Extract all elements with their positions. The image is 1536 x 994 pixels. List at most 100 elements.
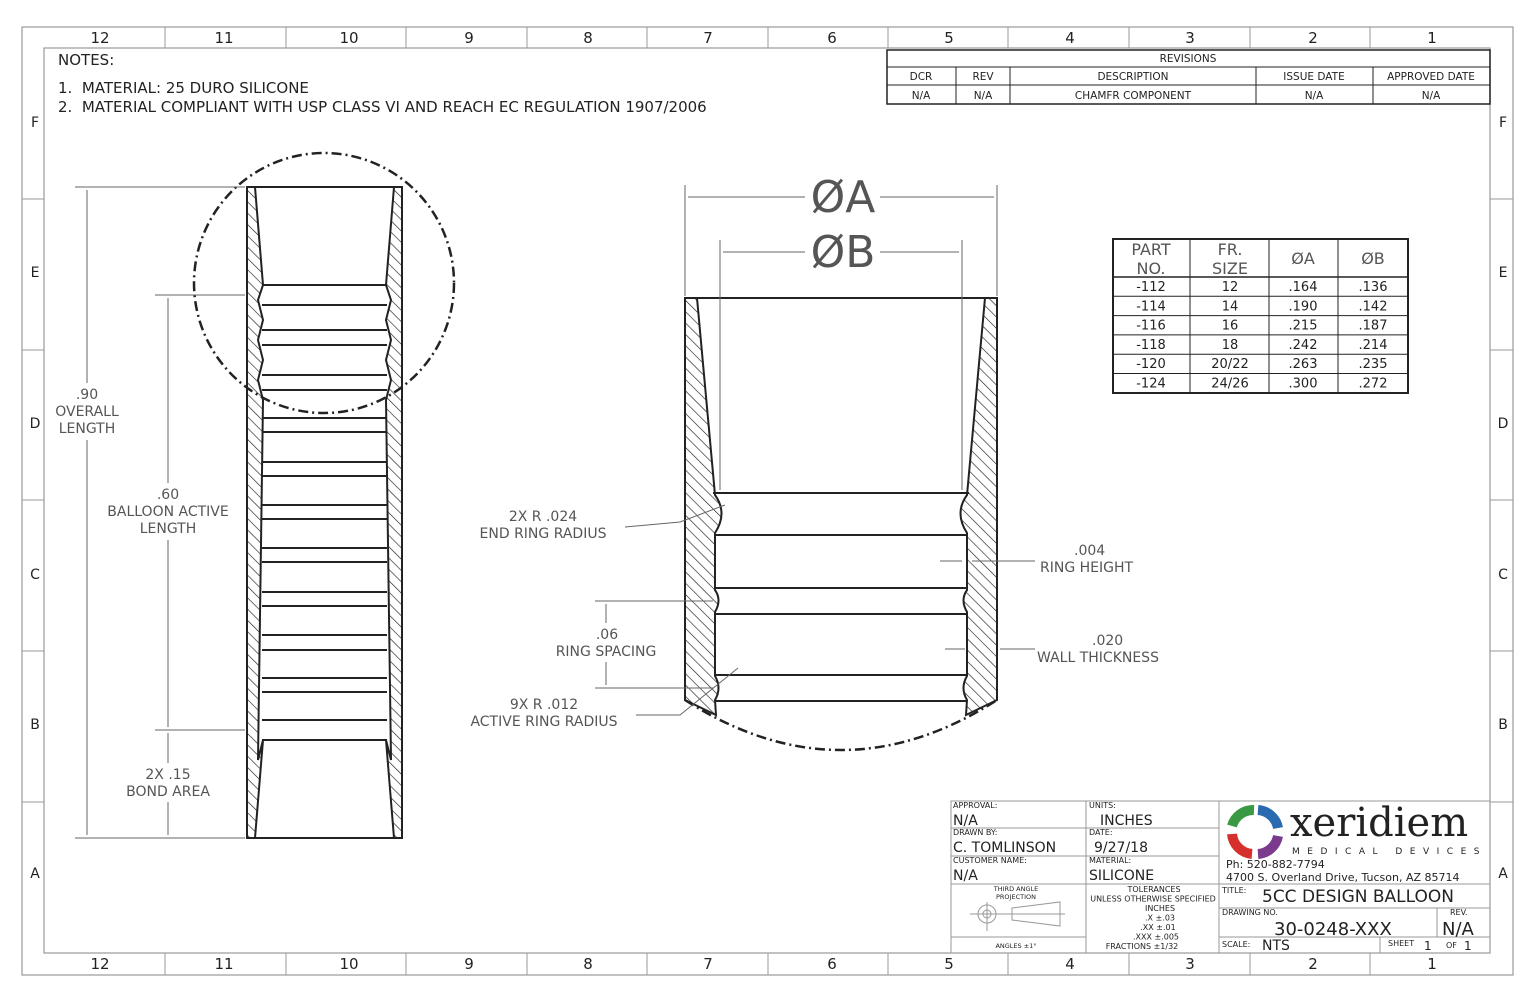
zone-column-top: 11 <box>214 29 233 47</box>
part-table-cell: .164 <box>1289 280 1318 295</box>
zone-row-right: D <box>1498 416 1509 432</box>
zone-column-bottom: 9 <box>464 955 474 973</box>
zone-column-bottom: 11 <box>214 955 233 973</box>
overall-length-label: OVERALL <box>55 404 119 420</box>
rev-header-issue-date: ISSUE DATE <box>1283 71 1344 83</box>
active-ring-radius-value: 9X R .012 <box>510 697 578 713</box>
part-table-cell: .136 <box>1359 280 1388 295</box>
col-dia-b: ØB <box>1361 249 1385 268</box>
of-label: OF <box>1446 941 1457 950</box>
tolerances-units: INCHES <box>1145 904 1175 913</box>
rev-header-dcr: DCR <box>910 71 933 83</box>
zone-row-right: A <box>1498 866 1508 882</box>
rev-rev: N/A <box>974 90 993 102</box>
ring-spacing-label: RING SPACING <box>556 644 657 660</box>
scale-label: SCALE: <box>1222 940 1250 949</box>
rev-value: N/A <box>1442 919 1475 940</box>
balloon-detail-view: ØA ØB 2X R .024 END RING RADIUS .06 RING… <box>470 172 1159 752</box>
ring-height-value: .004 <box>1074 543 1105 559</box>
material-label: MATERIAL: <box>1089 856 1131 865</box>
zone-column-bottom: 5 <box>944 955 954 973</box>
part-table-cell: -112 <box>1136 280 1166 295</box>
zone-column-bottom: 6 <box>827 955 837 973</box>
title-label: TITLE: <box>1221 886 1246 895</box>
rev-header-approved-date: APPROVED DATE <box>1387 71 1475 83</box>
rev-description: CHAMFR COMPONENT <box>1075 90 1192 102</box>
zone-row-left: D <box>30 416 41 432</box>
note-1: 1. MATERIAL: 25 DURO SILICONE <box>58 79 309 97</box>
xeridiem-logo-icon <box>1227 805 1283 859</box>
rev-label: REV. <box>1450 908 1468 917</box>
date-value: 9/27/18 <box>1094 840 1148 856</box>
projection-label: THIRD ANGLE <box>993 885 1038 893</box>
part-table-cell: .187 <box>1359 319 1388 334</box>
zone-row-right: F <box>1499 115 1507 131</box>
part-table-cell: 18 <box>1222 338 1239 353</box>
diameter-b-label: ØB <box>811 227 876 278</box>
zone-row-right: C <box>1498 567 1508 583</box>
col-part-no-2: NO. <box>1137 259 1166 278</box>
zone-column-top: 4 <box>1065 29 1075 47</box>
tolerance-xx: .XX ±.01 <box>1140 923 1175 932</box>
customer-label: CUSTOMER NAME: <box>953 856 1027 865</box>
part-table-cell: .190 <box>1289 299 1318 314</box>
zone-column-bottom: 1 <box>1427 955 1437 973</box>
zone-column-bottom: 2 <box>1308 955 1318 973</box>
zone-column-top: 8 <box>583 29 593 47</box>
tolerance-fractions: FRACTIONS ±1/32 <box>1106 942 1179 951</box>
zone-column-top: 1 <box>1427 29 1437 47</box>
tolerances-note: UNLESS OTHERWISE SPECIFIED <box>1090 895 1216 904</box>
zone-row-left: B <box>30 717 40 733</box>
material-value: SILICONE <box>1089 868 1154 884</box>
of-value: 1 <box>1464 939 1472 953</box>
zone-row-left: F <box>31 115 39 131</box>
units-value: INCHES <box>1100 813 1153 829</box>
zone-column-bottom: 10 <box>339 955 358 973</box>
active-length-label: BALLOON ACTIVE <box>107 504 228 520</box>
zone-column-top: 2 <box>1308 29 1318 47</box>
notes-heading: NOTES: <box>58 51 114 69</box>
wall-thickness-label: WALL THICKNESS <box>1037 650 1159 666</box>
bond-area-label: BOND AREA <box>126 784 210 800</box>
part-table-cell: .300 <box>1289 377 1318 392</box>
rev-header-description: DESCRIPTION <box>1097 71 1168 83</box>
drawn-by-label: DRAWN BY: <box>953 828 997 837</box>
projection-label-2: PROJECTION <box>996 893 1036 901</box>
approval-value: N/A <box>953 813 978 829</box>
balloon-full-view: .90 OVERALL LENGTH .60 BALLOON ACTIVE LE… <box>55 151 456 839</box>
approval-label: APPROVAL: <box>953 801 997 810</box>
active-length-value: .60 <box>157 487 179 503</box>
drawing-title: 5CC DESIGN BALLOON <box>1262 887 1454 907</box>
date-label: DATE: <box>1089 828 1113 837</box>
part-table-cell: .142 <box>1359 299 1388 314</box>
part-table-cell: .272 <box>1359 377 1388 392</box>
ring-height-label: RING HEIGHT <box>1040 560 1134 576</box>
zone-column-top: 3 <box>1185 29 1195 47</box>
part-table-cell: .214 <box>1359 338 1388 353</box>
zone-column-top: 10 <box>339 29 358 47</box>
zone-row-left: A <box>30 866 40 882</box>
col-dia-a: ØA <box>1291 249 1315 268</box>
part-table-cell: .263 <box>1289 357 1318 372</box>
zone-row-left: E <box>31 265 40 281</box>
col-part-no: PART <box>1131 240 1171 259</box>
part-table-cell: 12 <box>1222 280 1239 295</box>
col-fr-size: FR. <box>1218 240 1243 259</box>
ring-spacing-value: .06 <box>596 627 618 643</box>
end-ring-radius-value: 2X R .024 <box>509 509 577 525</box>
active-length-label-2: LENGTH <box>140 521 197 537</box>
zone-column-bottom: 4 <box>1065 955 1075 973</box>
detail-circle <box>192 151 456 415</box>
company-name: xeridiem <box>1290 800 1468 846</box>
drawing-number: 30-0248-XXX <box>1274 919 1392 940</box>
company-phone: Ph: 520-882-7794 <box>1226 858 1325 871</box>
revisions-table: REVISIONS DCR REV DESCRIPTION ISSUE DATE… <box>886 49 1491 105</box>
part-table-cell: -118 <box>1136 338 1166 353</box>
tolerance-x: .X ±.03 <box>1145 914 1175 923</box>
sheet-value: 1 <box>1424 939 1432 953</box>
scale-value: NTS <box>1262 938 1290 954</box>
zone-column-top: 9 <box>464 29 474 47</box>
rev-header-rev: REV <box>972 71 994 83</box>
rev-approved-date: N/A <box>1422 90 1441 102</box>
